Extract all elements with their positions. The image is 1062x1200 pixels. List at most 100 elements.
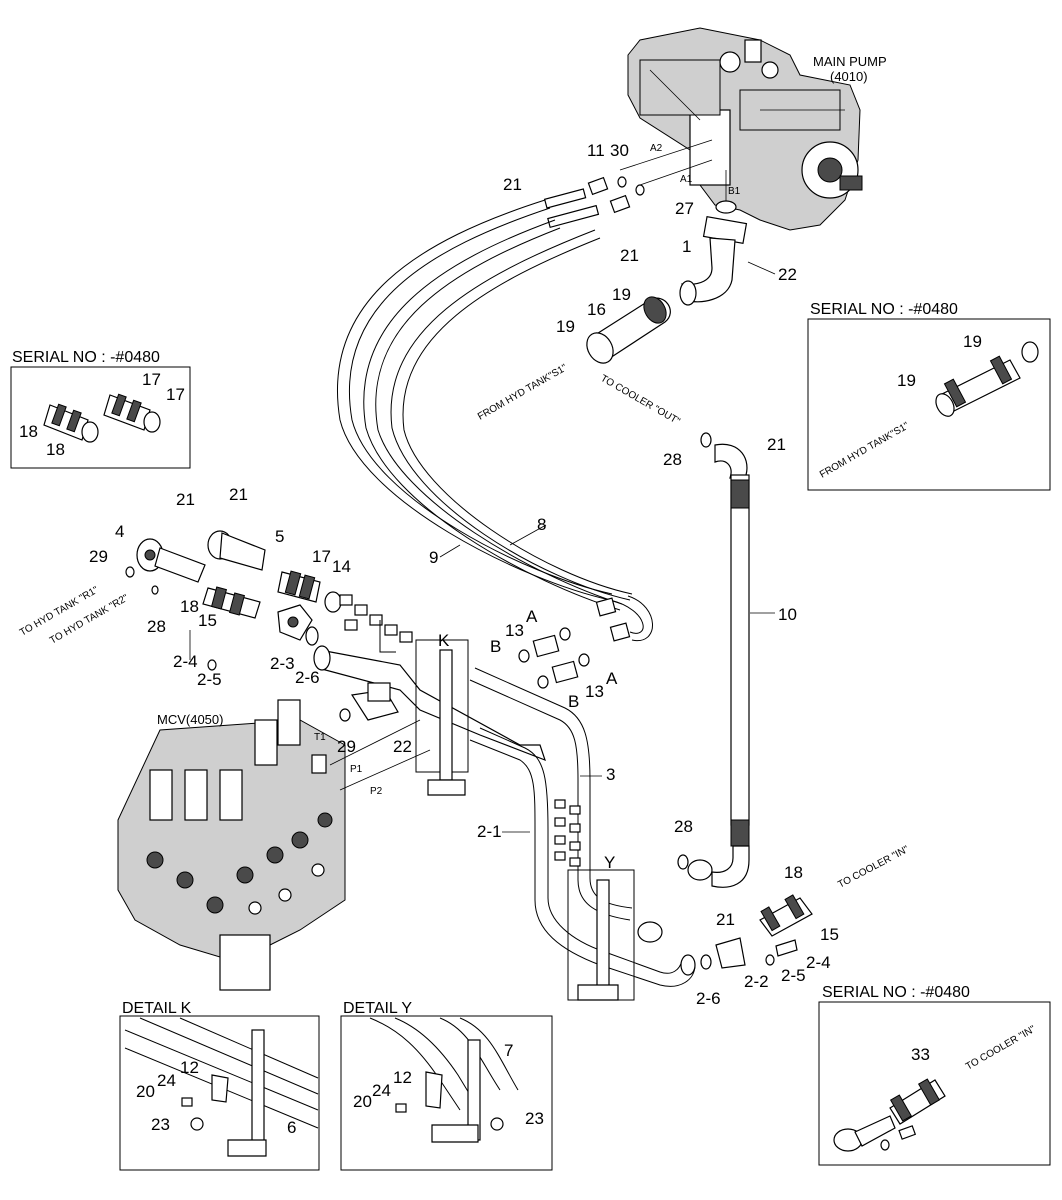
inset-top-left-hoses [43,393,161,443]
callout-18-b: 18 [784,863,803,882]
callout-22-b: 22 [393,737,412,756]
callout-21-e: 21 [229,485,248,504]
callout-14: 14 [332,557,351,576]
hose-18-15-right [759,894,813,966]
detail-y-frame [340,1015,553,1171]
callout-22-a: 22 [778,265,797,284]
detail-k-callout-6: 6 [287,1118,296,1137]
hose-8-9 [337,199,653,642]
note-from-hyd-tank-s1: FROM HYD TANK"S1" [476,362,570,422]
detail-y-callout-20: 20 [353,1092,372,1111]
detail-y-callout-24: 24 [372,1081,391,1100]
fittings-cluster [339,594,413,643]
hose-fittings-column [554,799,581,867]
inset-right-note: FROM HYD TANK"S1" [818,420,912,480]
callout-29-b: 29 [337,737,356,756]
note-to-hyd-tank-r2: TO HYD TANK "R2" [48,592,131,646]
detail-k-callout-20: 20 [136,1082,155,1101]
callout-8: 8 [537,515,546,534]
port-a-bottom: A [606,669,618,688]
inset-tl-callout-17-b: 17 [166,385,185,404]
hose-18-15 [202,586,261,619]
callout-1: 1 [682,237,691,256]
main-pump-name: MAIN PUMP [813,54,887,69]
detail-k-header: DETAIL K [122,1000,192,1017]
bracket-k-view [379,620,469,796]
inset-tl-callout-18-a: 18 [19,422,38,441]
callout-21-a: 21 [503,175,522,194]
inset-bottom-right-hose [833,1078,946,1152]
mcv-name: MCV(4050) [157,712,223,727]
inset-right-callout-19-b: 19 [897,371,916,390]
callout-21-d: 21 [176,490,195,509]
callout-2-4-b: 2-4 [806,953,831,972]
detail-y-callout-7: 7 [504,1041,513,1060]
pipe-10 [711,443,750,888]
hose-17-14 [277,570,342,613]
port-b-top: B [490,637,501,656]
callout-2-3: 2-3 [270,654,295,673]
callout-11: 11 [587,141,605,160]
split-flange-11 [543,176,631,229]
callout-15-b: 15 [820,925,839,944]
detail-k-callout-24: 24 [157,1071,176,1090]
callout-3: 3 [606,765,615,784]
inset-bottom-right-header: SERIAL NO : -#0480 [822,984,970,1001]
callout-2-1: 2-1 [477,822,502,841]
port-t1-label: T1 [314,732,326,743]
view-k-label: K [438,631,450,650]
note-to-cooler-out: TO COOLER "OUT" [599,373,683,428]
inset-right-hose [935,341,1039,417]
port-a-top: A [526,607,538,626]
callout-2-4-a: 2-4 [173,652,198,671]
inset-right-header: SERIAL NO : -#0480 [810,301,958,318]
elbow-5 [207,530,266,571]
inset-right-callout-19-a: 19 [963,332,982,351]
callout-29-a: 29 [89,547,108,566]
callout-27: 27 [675,199,694,218]
callout-10: 10 [778,605,797,624]
callout-2-5-b: 2-5 [781,966,806,985]
inset-top-left-header: SERIAL NO : -#0480 [12,349,160,366]
callout-30: 30 [610,141,629,160]
main-pump-code: (4010) [830,69,868,84]
callout-19-b: 19 [556,317,575,336]
pipe-2-1-and-3 [469,667,696,987]
callout-28-a: 28 [663,450,682,469]
flange-2-3 [277,604,319,646]
port-p2-label: P2 [370,786,383,797]
detail-y-callout-12: 12 [393,1068,412,1087]
inset-br-callout-33: 33 [911,1045,930,1064]
detail-y-drawing [369,1017,519,1143]
detail-y-callout-23: 23 [525,1109,544,1128]
detail-k-callout-23: 23 [151,1115,170,1134]
detail-k-frame [119,1015,320,1171]
callout-15-a: 15 [198,611,217,630]
callout-13-a: 13 [505,621,524,640]
port-b-bottom: B [568,692,579,711]
detail-k-drawing [124,1017,319,1157]
inset-br-note: TO COOLER "IN" [964,1024,1038,1073]
callout-2-6-a: 2-6 [295,668,320,687]
port-b1-label: B1 [728,186,741,197]
callout-18-a: 18 [180,597,199,616]
callout-19-a: 19 [612,285,631,304]
callout-2-2: 2-2 [744,972,769,991]
detail-k-callout-12: 12 [180,1058,199,1077]
tank-return-elbow [339,682,399,722]
mcv-valve [117,699,346,991]
note-to-cooler-in-main: TO COOLER "IN" [836,844,911,891]
callout-21-c: 21 [767,435,786,454]
hose-clamp-16 [586,296,671,364]
return-flange-4 [125,538,206,595]
callout-16: 16 [587,300,606,319]
callout-21-f: 21 [716,910,735,929]
view-y-label: Y [604,853,615,872]
port-a2-label: A2 [650,143,663,154]
callout-9: 9 [429,548,438,567]
callout-2-6-b: 2-6 [696,989,721,1008]
callout-2-5-a: 2-5 [197,670,222,689]
main-pump [627,27,863,231]
suction-elbow-1 [679,215,748,306]
